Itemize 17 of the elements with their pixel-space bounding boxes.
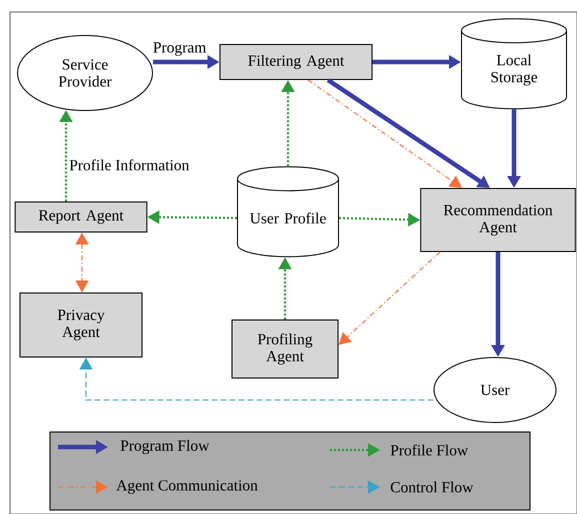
arrow — [338, 252, 440, 345]
agent-box: Recommendation Agent — [420, 188, 576, 252]
legend-label: Program Flow — [120, 440, 210, 454]
ellipse-node: User — [434, 357, 556, 423]
agent-box: Privacy Agent — [20, 292, 142, 358]
legend-label: Control Flow — [390, 482, 474, 492]
ellipse-node: Service Provider — [17, 35, 153, 111]
storage-cylinder: User Profile — [237, 166, 339, 258]
agent-box: Report Agent — [14, 202, 148, 232]
legend-label: Profile Flow — [390, 444, 468, 456]
edge-label: Program — [153, 42, 206, 56]
agent-box: Filtering Agent — [220, 44, 372, 80]
arrow — [308, 80, 462, 188]
legend-label: Agent Communication — [116, 480, 258, 494]
agent-box: Profiling Agent — [232, 320, 338, 378]
storage-cylinder: Local Storage — [461, 18, 567, 110]
edge-label: Profile Information — [70, 159, 190, 170]
